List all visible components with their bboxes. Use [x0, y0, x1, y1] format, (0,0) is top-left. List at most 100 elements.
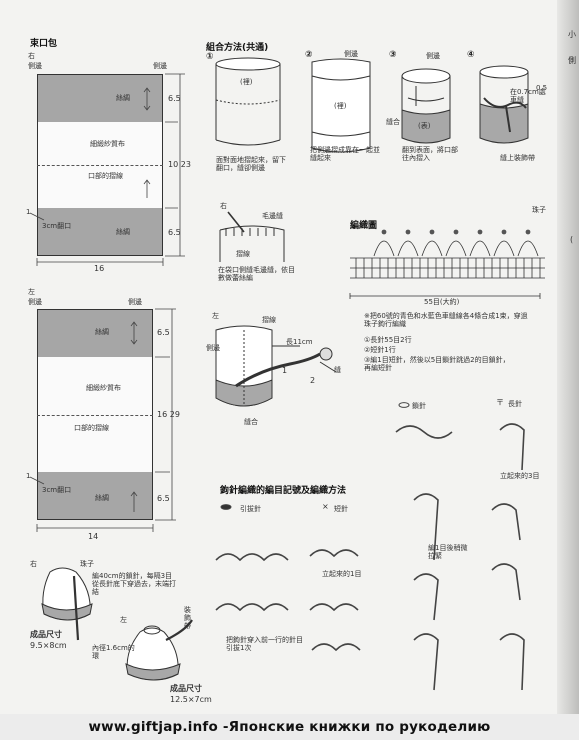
symbols-title: 鉤針編織的編目記號及編織方法 — [220, 486, 347, 496]
pattern-bottom-band-label-bottom: 絲綢 — [95, 494, 109, 502]
bag-left-note: 內徑1.6cm的環 — [92, 644, 135, 661]
symbol-sc-caption: 立起來的1目 — [322, 570, 362, 578]
assembly-step-4-label: 在0.7cm處車縫 — [510, 88, 546, 105]
symbol-chain-caption: 編1目後稍微拉緊 — [428, 544, 468, 561]
pattern-top-fold-line — [37, 165, 163, 166]
bag-right-note: 編40cm的鎖針，每隔3目從長針底下穿過去，末端打結 — [92, 572, 176, 597]
bag-right-bead: 珠子 — [80, 560, 94, 568]
bag-right-size-label: 成品尺寸 — [30, 630, 62, 639]
assembly-step-3-inner: (表) — [418, 122, 431, 130]
pattern-top-middle-label: 細緞紗質布 — [90, 140, 125, 148]
assembly-step-2-caption: 把側邊摺成靠在一起並縫起來 — [310, 146, 380, 163]
edge-text-1: 小 — [568, 30, 576, 39]
pattern-top-marker: 1 — [26, 208, 31, 216]
blanket-needle-label: 右 — [220, 202, 227, 210]
symbol-dc-label: 長針 — [508, 400, 522, 408]
pattern-top-dim-top: 6.5 — [168, 94, 181, 103]
pattern-bottom-fold-label: 口部的摺線 — [74, 424, 109, 432]
pattern-top-fold-label: 口部的摺線 — [88, 172, 123, 180]
symbol-dc-glyph: 〒 — [496, 398, 504, 407]
assembly-step-2-inner: (裡) — [334, 102, 347, 110]
symbol-sc-glyph: × — [322, 502, 329, 511]
pattern-top-right-edge: 側邊 — [153, 62, 167, 70]
pattern-top-left-edge: 側邊 — [28, 62, 42, 70]
assembly-step-1-inner: (裡) — [240, 78, 253, 86]
pattern-top-side-label: 右 — [28, 52, 35, 60]
symbol-sc-label: 短針 — [334, 505, 348, 513]
pattern-bottom-opening-label: 3cm翻口 — [42, 486, 72, 494]
pattern-top-dim-total: 10 23 — [168, 160, 191, 169]
bag-left-deco: 裝飾帶 — [184, 606, 191, 631]
blanket-caption: 在袋口側縫毛邊縫，依目數做蕾絲編 — [218, 266, 295, 283]
pattern-title: 束口包 — [30, 39, 58, 49]
left-bag-side-seam: 側邊 — [206, 344, 220, 352]
bag-right-side: 右 — [30, 560, 37, 568]
symbol-dc-caption: 立起來的3目 — [500, 472, 540, 480]
assembly-step-1-num: ① — [206, 52, 214, 62]
left-bag-seam: 縫 — [334, 366, 341, 374]
lace-note: ※把60號的青色和水藍色車縫線各4條合成1束，穿過珠子鉤行編織 — [364, 312, 528, 329]
left-bag-num2: 2 — [310, 376, 316, 385]
symbol-slip-caption: 把鉤針穿入前一行的針目引拔1次 — [226, 636, 303, 653]
pattern-bottom-middle-band — [37, 357, 153, 472]
lace-title: 編織圖 — [350, 221, 378, 231]
pattern-top-dim-bottom: 6.5 — [168, 228, 181, 237]
left-bag-fold: 摺線 — [262, 316, 276, 324]
pattern-bottom-dim-top: 6.5 — [157, 328, 170, 337]
assembly-step-3-label: 側邊 — [426, 52, 440, 60]
lace-bead-label: 珠子 — [532, 206, 546, 214]
assembly-title: 組合方法(共通) — [206, 43, 269, 53]
assembly-step-3-caption: 翻到表面，將口部往內摺入 — [402, 146, 458, 163]
assembly-step-2-label: 側邊 — [344, 50, 358, 58]
assembly-step-3-num: ③ — [389, 50, 397, 60]
pattern-bottom-dim-total: 16 29 — [157, 410, 180, 419]
assembly-step-3-side: 縫合 — [386, 118, 400, 126]
lace-step-2: ②短針1行 — [364, 346, 396, 354]
left-bag-cord: 長11cm — [286, 338, 313, 346]
assembly-step-4-dim: 0.5 — [536, 84, 548, 92]
left-bag-num1: 1 — [282, 366, 288, 375]
pattern-top-band-label-bottom: 絲綢 — [116, 228, 130, 236]
pattern-bottom-side-label: 左 — [28, 288, 35, 296]
lace-width-label: 55目(大約) — [424, 298, 460, 306]
bag-right-size: 9.5×8cm — [30, 641, 67, 650]
pattern-top-silk-band-bottom — [37, 208, 163, 256]
bag-left-size-label: 成品尺寸 — [170, 684, 202, 693]
pattern-bottom-dim-width: 14 — [88, 532, 99, 541]
pattern-top-band-label: 絲綢 — [116, 94, 130, 102]
pattern-top-silk-band — [37, 74, 163, 122]
left-bag-side: 左 — [212, 312, 219, 320]
bag-left-size: 12.5×7cm — [170, 695, 212, 704]
assembly-step-4-caption: 縫上裝飾帶 — [500, 154, 535, 162]
left-bag-stitch: 縫合 — [244, 418, 258, 426]
assembly-step-4-num: ④ — [467, 50, 475, 60]
pattern-bottom-outline — [37, 309, 153, 520]
edge-text-2: 側 — [568, 56, 576, 65]
assembly-step-1-caption: 面對面地摺起來，留下翻口，縫卻側邊 — [216, 156, 286, 173]
pattern-bottom-dim-bottom: 6.5 — [157, 494, 170, 503]
pattern-bottom-right-edge: 側邊 — [128, 298, 142, 306]
next-page-edge — [557, 0, 579, 714]
pattern-bottom-left-edge: 側邊 — [28, 298, 42, 306]
pattern-bottom-marker: 1 — [26, 472, 31, 480]
pattern-bottom-fold-line — [37, 415, 153, 416]
blanket-edge-label: 毛邊縫 — [262, 212, 283, 220]
pattern-top-dim-width: 16 — [94, 264, 105, 273]
blanket-fold-label: 摺線 — [236, 250, 250, 258]
assembly-step-2-num: ② — [305, 50, 313, 60]
lace-step-3: ③編1目短針，然後以5目鎖針跳過2的目鎖針，再編短針 — [364, 356, 510, 373]
lace-step-1: ①長針55目2行 — [364, 336, 412, 344]
bag-left-side: 左 — [120, 616, 127, 624]
symbol-chain-label: 鎖針 — [412, 402, 426, 410]
pattern-bottom-middle-label: 細緞紗質布 — [86, 384, 121, 392]
footer-banner: www.giftjap.info -Японские книжки по рук… — [0, 714, 579, 740]
pattern-top-opening-label: 3cm翻口 — [42, 222, 72, 230]
pattern-bottom-band-label: 絲綢 — [95, 328, 109, 336]
symbol-slip-label: 引拔針 — [240, 505, 261, 513]
